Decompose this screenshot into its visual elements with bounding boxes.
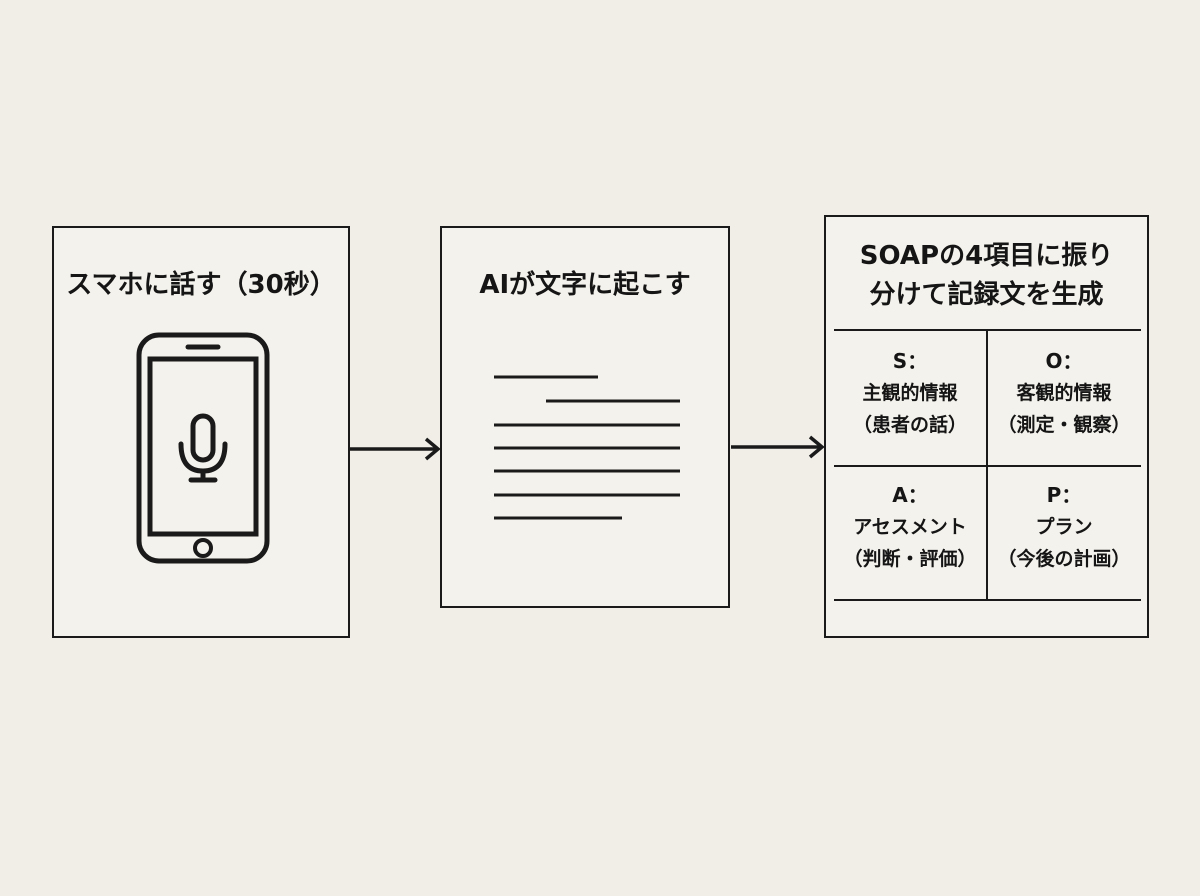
step-soap-title-line1: SOAPの4項目に振り <box>859 241 1114 271</box>
soap-grid: S： 主観的情報 （患者の話） O： 客観的情報 （測定・観察） A： アセスメ… <box>834 329 1141 601</box>
soap-cell-description: （今後の計画） <box>997 548 1131 570</box>
microphone-icon <box>178 413 228 483</box>
soap-cell-description: （判断・評価） <box>843 548 977 570</box>
soap-cell-objective: O： 客観的情報 （測定・観察） <box>988 345 1140 441</box>
soap-cell-label: プラン <box>1035 516 1093 538</box>
soap-cell-letter: P： <box>1046 483 1082 507</box>
soap-cell-label: 主観的情報 <box>862 382 958 404</box>
soap-cell-description: （患者の話） <box>852 414 967 436</box>
smartphone-body <box>136 332 270 564</box>
document-text-lines-icon <box>494 375 680 520</box>
step-soap-box: SOAPの4項目に振り 分けて記録文を生成 S： 主観的情報 （患者の話） O：… <box>824 215 1149 638</box>
soap-cell-letter: S： <box>892 349 928 373</box>
soap-cell-letter: A： <box>892 483 928 507</box>
arrow-right-icon <box>731 435 825 459</box>
soap-cell-description: （測定・観察） <box>997 414 1131 436</box>
smartphone-screen <box>147 356 259 537</box>
soap-cell-plan: P： プラン （今後の計画） <box>988 479 1140 575</box>
step-soap-title: SOAPの4項目に振り 分けて記録文を生成 <box>826 237 1147 315</box>
step-speak-box: スマホに話す（30秒） <box>52 226 350 638</box>
soap-cell-subjective: S： 主観的情報 （患者の話） <box>834 345 986 441</box>
step-transcribe-title: AIが文字に起こす <box>479 270 691 300</box>
soap-grid-vertical-divider <box>986 331 988 599</box>
soap-cell-letter: O： <box>1045 349 1083 373</box>
soap-cell-label: アセスメント <box>853 516 967 538</box>
smartphone-home-button <box>193 538 213 558</box>
smartphone-microphone-icon <box>136 332 270 564</box>
soap-cell-label: 客観的情報 <box>1016 382 1112 404</box>
step-speak-title: スマホに話す（30秒） <box>66 270 336 300</box>
arrow-right-icon <box>349 437 441 461</box>
step-transcribe-box: AIが文字に起こす <box>440 226 730 608</box>
soap-cell-assessment: A： アセスメント （判断・評価） <box>834 479 986 575</box>
step-soap-title-line2: 分けて記録文を生成 <box>869 280 1104 310</box>
